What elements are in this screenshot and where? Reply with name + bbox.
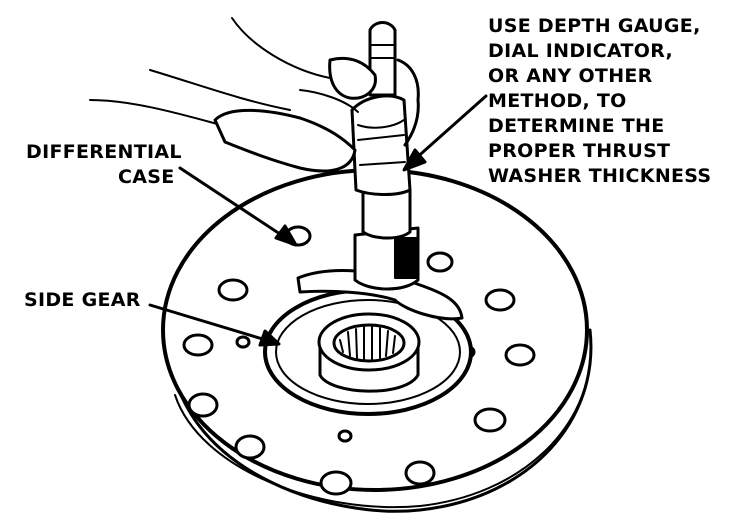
bolt-hole <box>234 434 266 460</box>
bolt-hole <box>217 278 249 302</box>
bolt-hole <box>426 251 454 273</box>
label-line: CASE <box>118 166 175 188</box>
label-line: DIFFERENTIAL <box>26 141 182 163</box>
arrow-tool-head <box>402 148 427 172</box>
differential-case-label: DIFFERENTIAL CASE <box>26 140 182 190</box>
arrow-gear-head <box>258 329 281 347</box>
depth-gauge-tool <box>296 21 464 321</box>
label-line: DETERMINE THE <box>488 115 665 137</box>
small-hole <box>235 335 251 349</box>
arrow-tool <box>412 94 488 162</box>
label-line: DIAL INDICATOR, <box>488 40 674 62</box>
arrow-case <box>178 166 288 240</box>
label-line: WASHER THICKNESS <box>488 165 712 187</box>
bolt-holes <box>182 225 536 496</box>
label-line: USE DEPTH GAUGE, <box>488 15 701 37</box>
label-line: OR ANY OTHER <box>488 65 653 87</box>
arrow-case-head <box>274 224 298 247</box>
bolt-hole <box>182 333 214 357</box>
label-line: PROPER THRUST <box>488 140 671 162</box>
bolt-hole <box>404 460 436 486</box>
label-line: SIDE GEAR <box>24 289 141 311</box>
bolt-hole <box>484 288 516 312</box>
bolt-hole <box>187 392 219 418</box>
arrow-gear <box>148 303 268 342</box>
side-gear-label: SIDE GEAR <box>24 288 141 313</box>
leader-arrows <box>148 94 488 347</box>
bolt-hole <box>473 407 507 433</box>
technician-hand <box>89 17 420 173</box>
label-line: METHOD, TO <box>488 90 627 112</box>
bolt-hole <box>504 343 536 367</box>
tool-instruction-label: USE DEPTH GAUGE, DIAL INDICATOR, OR ANY … <box>488 14 711 189</box>
small-hole <box>337 429 353 443</box>
bolt-hole <box>319 470 353 496</box>
